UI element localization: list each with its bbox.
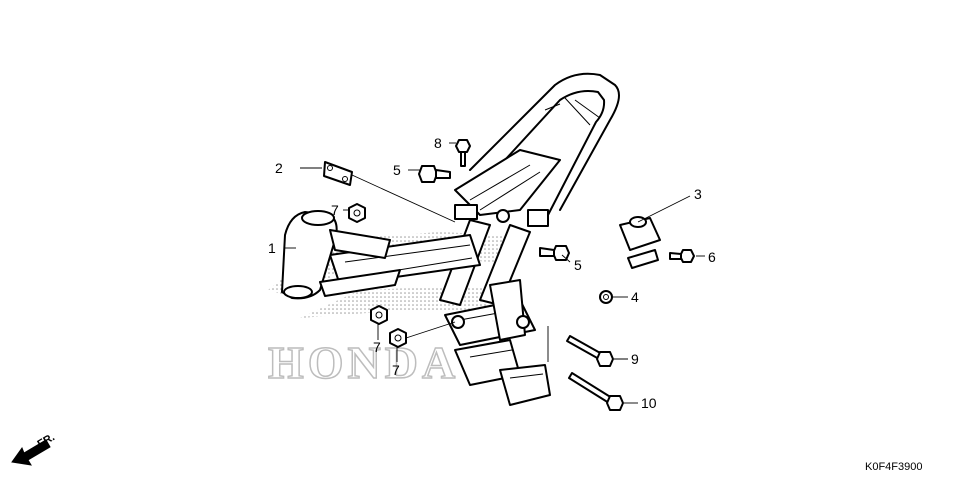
grommet-part — [599, 290, 613, 304]
callout-1: 1 — [268, 240, 276, 256]
bracket-assembly-part — [619, 216, 661, 269]
frame-assembly — [329, 72, 620, 406]
bolt-part-lower — [539, 245, 570, 261]
bolt-part-upper — [418, 165, 451, 183]
nut-part-upper — [348, 203, 366, 223]
callout-4: 4 — [631, 289, 639, 305]
callout-6: 6 — [708, 249, 716, 265]
diagram-code: K0F4F3900 — [865, 461, 922, 473]
callout-9: 9 — [631, 351, 639, 367]
callout-8: 8 — [434, 135, 442, 151]
callout-7-lower: 7 — [392, 362, 400, 378]
watermark-brand-text: HONDA — [268, 337, 459, 388]
callout-10: 10 — [641, 395, 657, 411]
callout-7-upper: 7 — [331, 202, 339, 218]
nut-part-middle — [370, 305, 388, 325]
front-label: FR. — [36, 431, 57, 450]
bracket-part — [323, 161, 353, 186]
callout-3: 3 — [694, 186, 702, 202]
engine-hanger-bolt-part — [568, 372, 624, 411]
callout-5-lower: 5 — [574, 257, 582, 273]
callout-7-middle: 7 — [373, 339, 381, 355]
long-bolt-part — [566, 335, 614, 367]
front-arrow-icon — [11, 439, 51, 466]
callout-2: 2 — [275, 160, 283, 176]
callout-5-upper: 5 — [393, 162, 401, 178]
top-bolt-part — [455, 139, 471, 167]
small-bolt-part — [669, 249, 695, 263]
head-pipe-part — [281, 210, 401, 300]
front-direction-indicator: FR. — [11, 431, 57, 466]
leader-lines — [284, 142, 705, 404]
nut-part-lower — [389, 328, 407, 348]
